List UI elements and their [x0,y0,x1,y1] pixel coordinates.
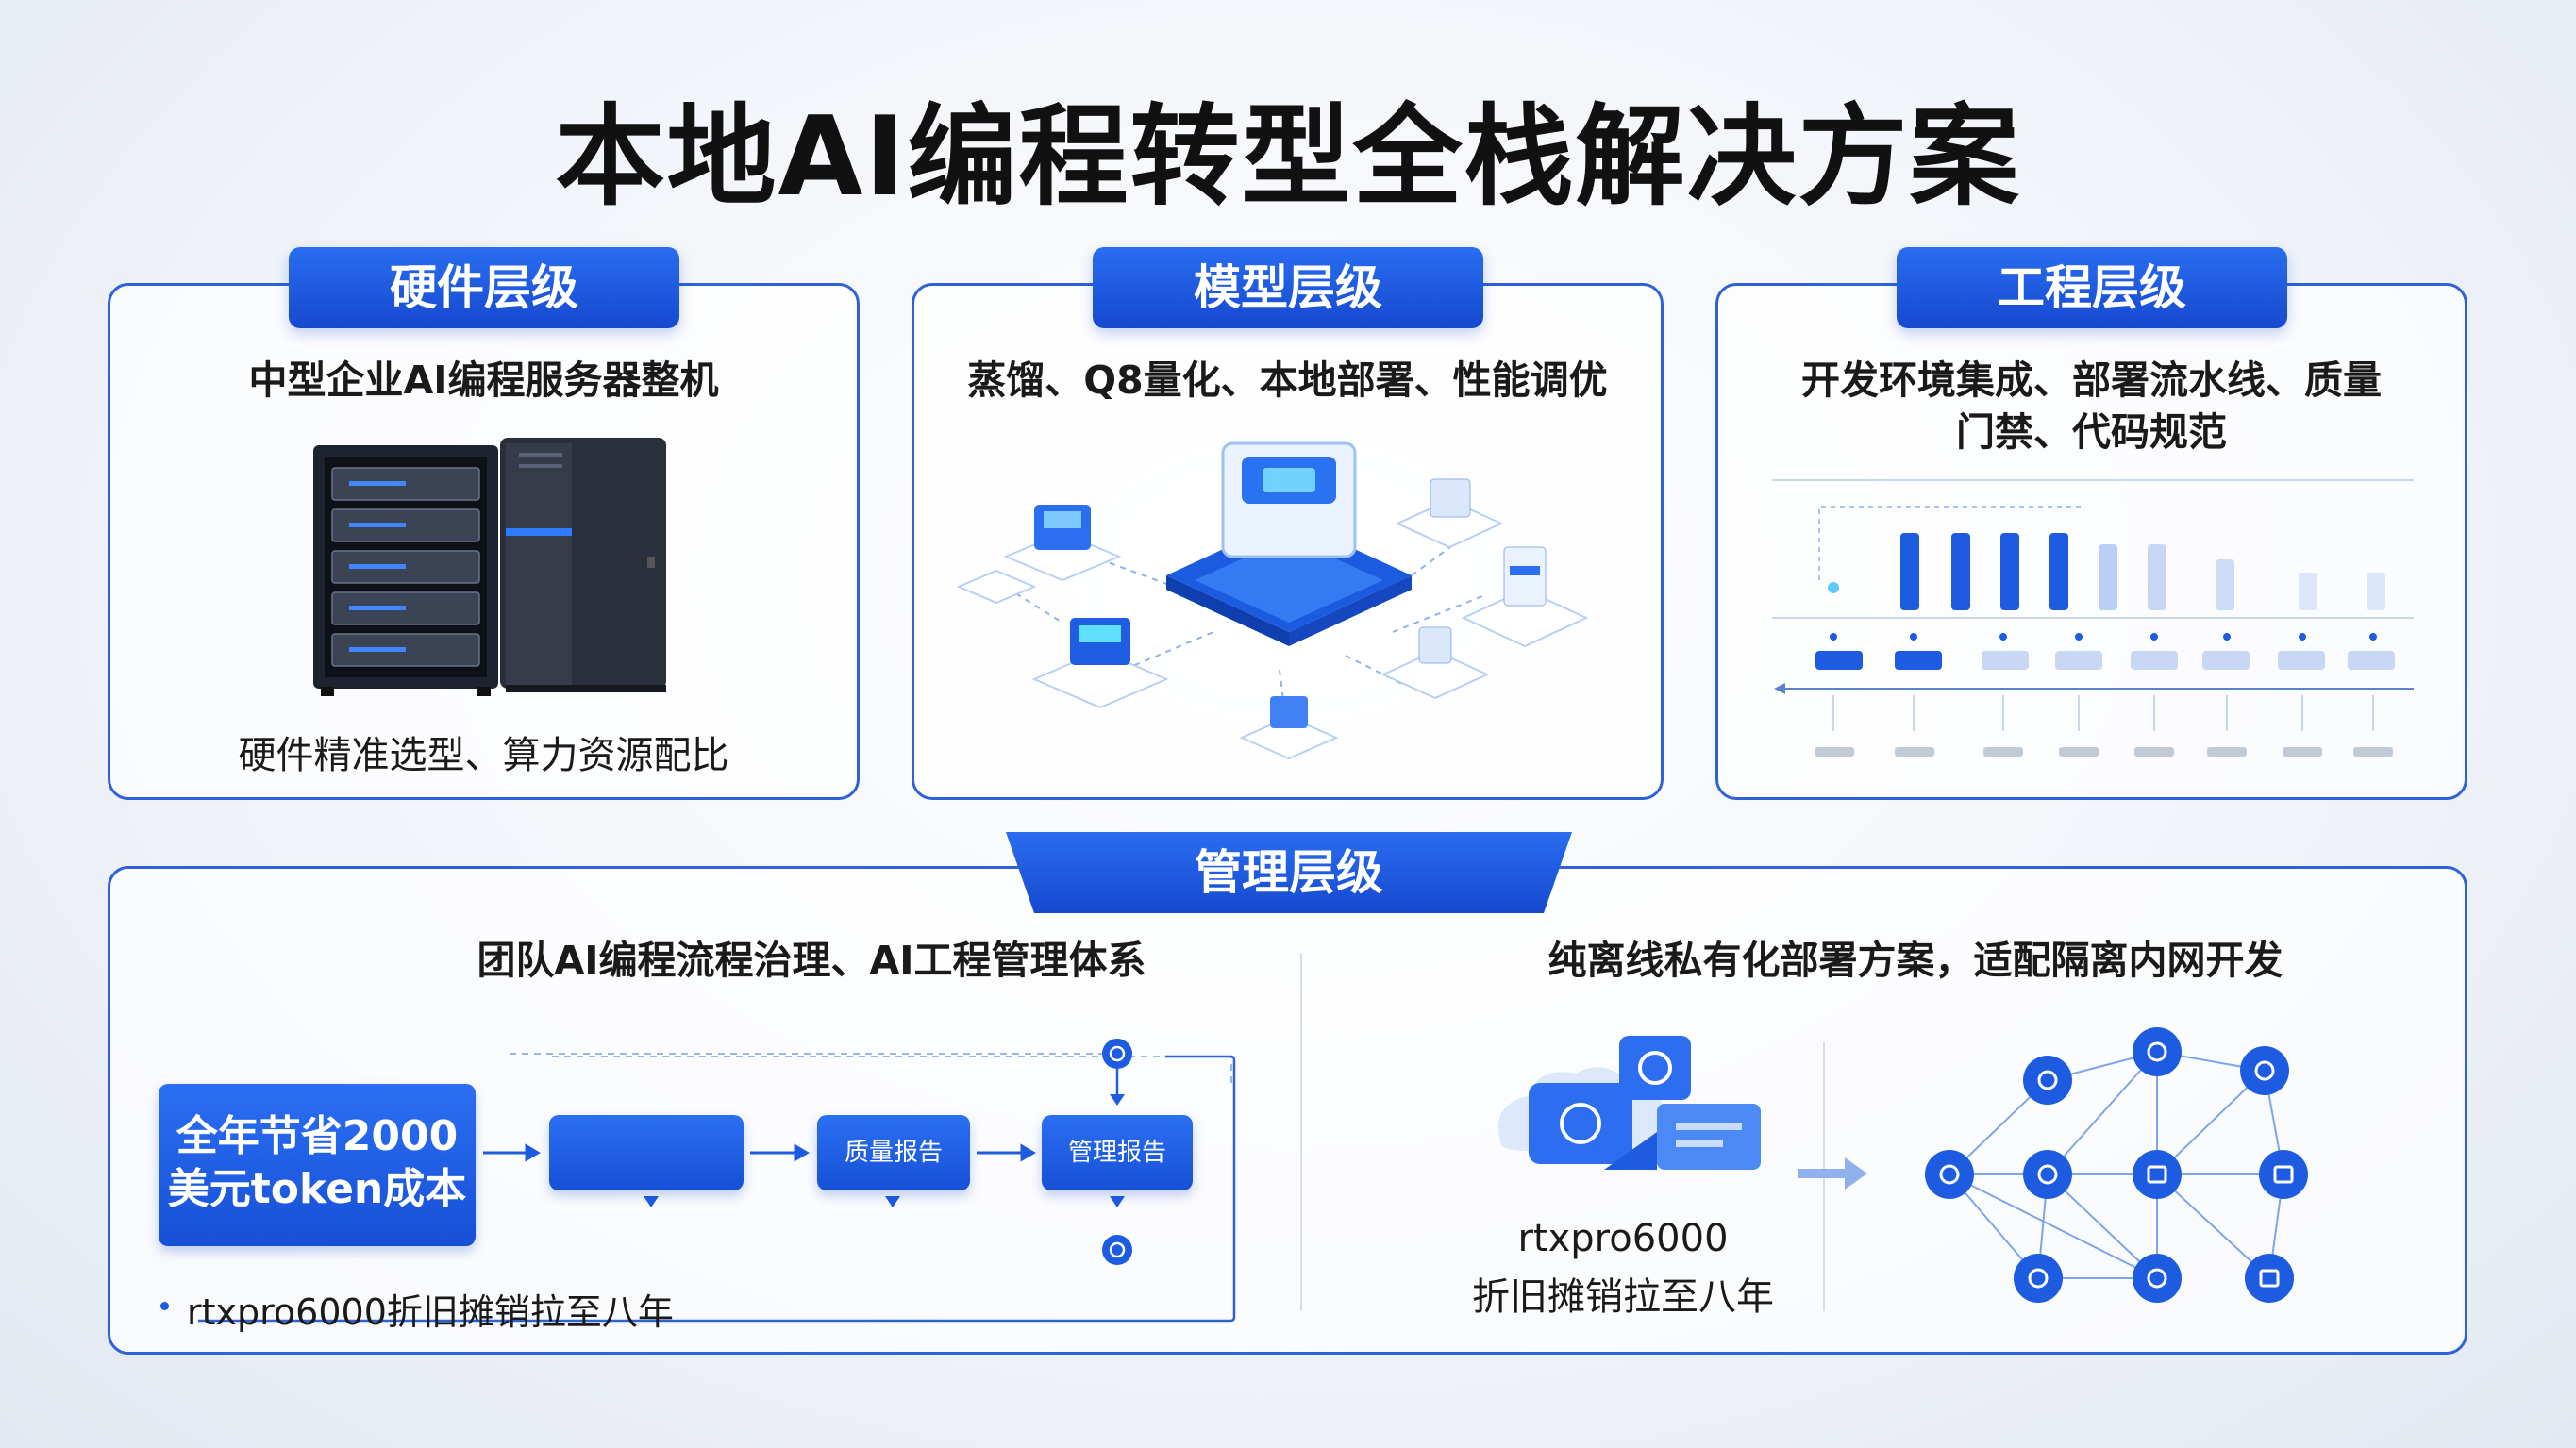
model-subtitle: 蒸馏、Q8量化、本地部署、性能调优 [967,358,1608,403]
flow-box-blank [549,1115,744,1190]
network-node [2133,1150,2182,1199]
savings-box: 全年节省2000 美元token成本 [159,1084,476,1246]
management-divider [1300,953,1302,1311]
server-rack-illustration [313,438,666,696]
engineering-subtitle-line1: 开发环境集成、部署流水线、质量 [1801,358,2382,403]
transfer-arrow-icon [1798,1157,1867,1190]
hardware-badge: 硬件层级 [289,247,679,328]
network-node [1925,1150,1974,1199]
network-node [2023,1056,2072,1105]
network-node [2023,1150,2072,1199]
network-node [2133,1027,2182,1076]
page-title: 本地AI编程转型全栈解决方案 [555,93,2021,221]
engineering-badge: 工程层级 [1897,247,2287,328]
network-graph-illustration [1925,1027,2308,1303]
management-badge-shape [1006,832,1572,913]
savings-line1: 全年节省2000 [176,1112,459,1160]
pipeline-illustration [1772,479,2414,757]
network-node [2014,1254,2063,1303]
flow-box-quality-report: 质量报告 [817,1115,970,1190]
network-node [2259,1150,2308,1199]
flow-box-management-report: 管理报告 [1042,1115,1193,1190]
management-left-subtitle: 团队AI编程流程治理、AI工程管理体系 [477,938,1146,983]
gear-icon [1102,1235,1132,1265]
management-bullet: rtxpro6000折旧摊销拉至八年 [187,1291,674,1333]
bullet-dot [160,1302,169,1310]
right-caption-line2: 折旧摊销拉至八年 [1472,1275,1774,1319]
management-right-subtitle: 纯离线私有化部署方案，适配隔离内网开发 [1547,938,2283,983]
flow-box-management-label: 管理报告 [1067,1139,1166,1167]
network-node [2240,1046,2289,1095]
management-panel [108,866,2467,1355]
management-badge: 管理层级 [1195,845,1383,900]
engineering-panel [1715,283,2467,800]
right-caption-line1: rtxpro6000 [1517,1217,1729,1260]
management-frame [198,1039,1236,1323]
model-cluster-illustration [956,441,1589,760]
flow-box-quality-label: 质量报告 [844,1139,943,1167]
savings-line2: 美元token成本 [167,1165,467,1213]
hardware-subtitle: 中型企业AI编程服务器整机 [248,358,719,403]
model-badge: 模型层级 [1093,247,1483,328]
engineering-subtitle-line2: 门禁、代码规范 [1956,409,2227,455]
network-node [2133,1254,2182,1303]
offline-deployment-illustration [1498,1036,1761,1170]
shield-icon [1102,1039,1132,1069]
network-node [2245,1254,2294,1303]
hardware-caption: 硬件精准选型、算力资源配比 [238,734,729,777]
